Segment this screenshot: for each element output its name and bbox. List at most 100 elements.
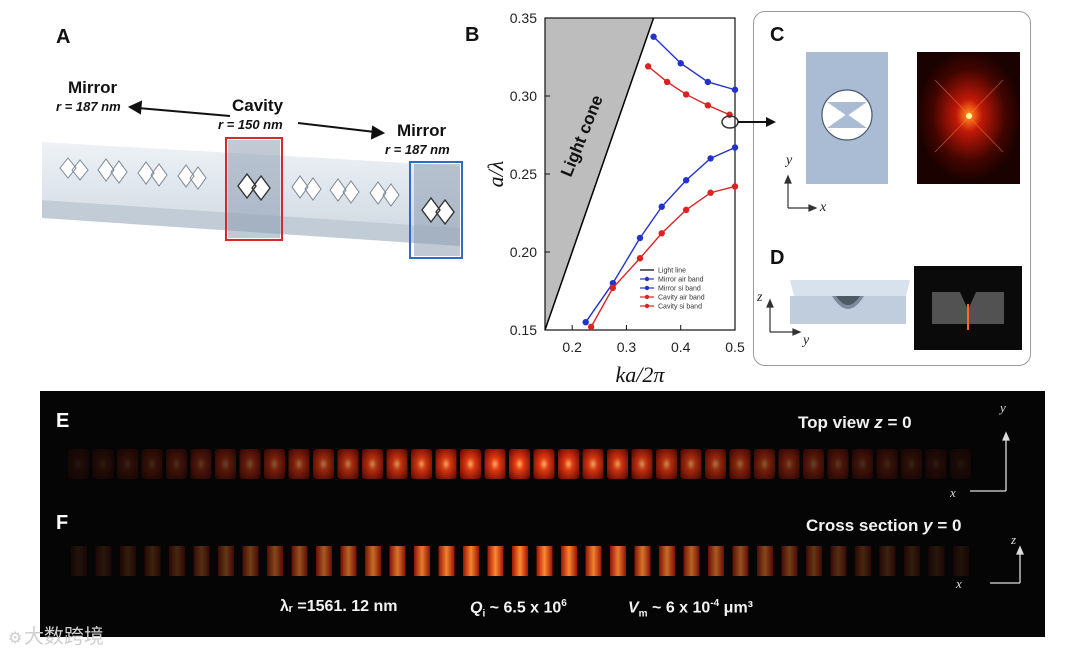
- panel-d-z-axis: z: [757, 290, 763, 305]
- x-axis-label: ka/2π: [616, 362, 666, 387]
- field-cell: [561, 546, 577, 576]
- field-cell: [95, 546, 112, 576]
- mirror-right-radius: r = 187 nm: [385, 142, 450, 157]
- field-cell: [509, 449, 530, 479]
- panel-c-letter: C: [770, 24, 785, 46]
- mirror-box: [409, 161, 463, 259]
- field-cell: [169, 546, 185, 576]
- data-point: [677, 60, 684, 67]
- field-cell: [512, 546, 528, 576]
- panel-a-letter: A: [56, 26, 71, 48]
- data-point: [704, 102, 712, 109]
- top-view-strip: [68, 449, 971, 479]
- x-tick-label: 0.4: [671, 339, 691, 355]
- field-cell: [239, 449, 261, 479]
- field-cell: [950, 449, 971, 479]
- field-cell: [953, 546, 969, 576]
- cavity-radius: r = 150 nm: [218, 117, 283, 132]
- panel-c-x-axis: x: [820, 200, 827, 215]
- field-cell: [438, 546, 455, 576]
- field-cell: [732, 546, 749, 576]
- hole-array: [59, 157, 400, 207]
- panel-f-letter: F: [56, 512, 69, 534]
- panel-e-x-axis: x: [950, 485, 956, 500]
- panel-f-title: Cross section y = 0: [806, 516, 962, 535]
- panel-b-letter: B: [465, 24, 480, 46]
- field-strips: [68, 431, 1024, 584]
- mode-volume: Vm ~ 6 x 10-4 μm³: [628, 598, 753, 620]
- field-cell: [264, 449, 285, 479]
- field-cell: [463, 546, 479, 576]
- field-cell: [904, 546, 920, 576]
- direction-arrows: [127, 100, 386, 140]
- field-cell: [71, 546, 87, 576]
- field-cell: [389, 546, 406, 576]
- y-tick-label: 0.35: [510, 10, 537, 26]
- data-point: [707, 155, 714, 162]
- field-cell: [827, 449, 849, 479]
- field-cell: [411, 449, 432, 479]
- field-cell: [656, 449, 677, 479]
- field-strip-panel: [40, 391, 1045, 637]
- resonance-wavelength: λᵣ =1561. 12 nm: [280, 598, 398, 615]
- data-point: [644, 63, 652, 70]
- legend-entry: Cavity air band: [658, 295, 705, 302]
- field-cell: [144, 546, 161, 576]
- field-cell: [291, 546, 308, 576]
- legend-marker: [644, 285, 650, 291]
- y-tick-label: 0.15: [510, 322, 537, 338]
- field-cell: [460, 449, 481, 479]
- mirror-left-label: Mirror: [68, 78, 118, 97]
- field-cell: [340, 546, 357, 576]
- field-cell: [928, 546, 945, 576]
- zoom-arrow: [721, 115, 776, 129]
- field-cell: [680, 449, 702, 479]
- y-tick-label: 0.20: [510, 244, 537, 260]
- data-point: [658, 230, 665, 237]
- field-cell: [414, 546, 430, 576]
- field-cell: [876, 449, 898, 479]
- data-point: [609, 284, 617, 292]
- field-cell: [92, 449, 114, 479]
- field-cell: [190, 449, 212, 479]
- field-cell: [607, 449, 628, 479]
- panel-c-axes: [784, 174, 818, 212]
- field-cell: [166, 449, 187, 479]
- field-cell: [337, 449, 359, 479]
- panel-c-y-axis: y: [786, 153, 793, 168]
- panel-f-z-axis: z: [1011, 532, 1017, 547]
- field-cell: [487, 546, 504, 576]
- panel-f-axes: [990, 545, 1024, 584]
- field-cell: [215, 449, 236, 479]
- panel-e-title: Top view z = 0: [798, 413, 912, 432]
- quality-factor: Qi ~ 6.5 x 106: [470, 598, 567, 620]
- field-cell: [558, 449, 579, 479]
- field-cell: [806, 546, 822, 576]
- legend-marker: [644, 303, 650, 309]
- watermark-logo-icon: ⚙: [8, 628, 24, 647]
- legend-entry: Cavity si band: [658, 304, 702, 311]
- field-cell: [610, 546, 626, 576]
- data-point: [731, 144, 739, 151]
- data-point: [636, 234, 644, 242]
- field-cell: [533, 449, 555, 479]
- field-cell: [778, 449, 800, 479]
- field-cell: [754, 449, 775, 479]
- data-point: [658, 203, 665, 210]
- legend-entry: Light line: [658, 268, 686, 275]
- panel-c-images: [784, 52, 1020, 212]
- cavity-label: Cavity: [232, 96, 284, 115]
- field-cell: [267, 546, 283, 576]
- panel-e-y-axis: y: [1000, 400, 1006, 415]
- field-cell: [316, 546, 332, 576]
- data-point: [650, 33, 657, 40]
- legend-marker: [644, 276, 650, 282]
- field-cell: [879, 546, 896, 576]
- field-cell: [362, 449, 383, 479]
- field-cell: [484, 449, 506, 479]
- panel-e-letter: E: [56, 410, 70, 432]
- data-point: [682, 91, 690, 98]
- panel-d-y-axis: y: [803, 333, 810, 348]
- field-cell: [683, 546, 700, 576]
